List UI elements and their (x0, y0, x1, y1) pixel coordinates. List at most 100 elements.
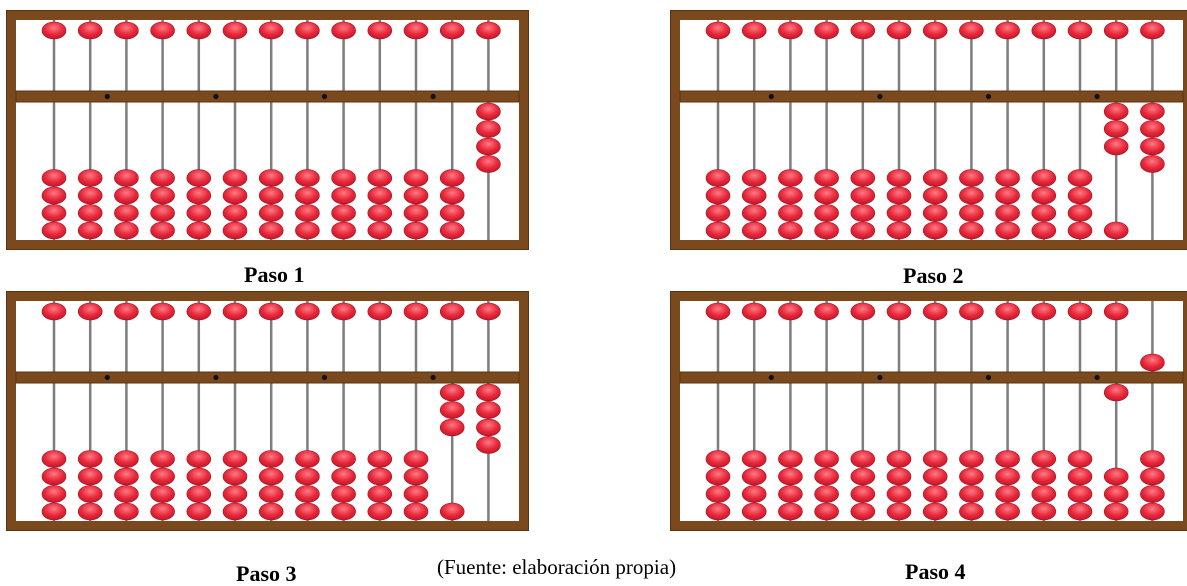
bead (706, 22, 730, 39)
bead (187, 503, 211, 520)
bead (42, 503, 66, 520)
bead (368, 22, 392, 39)
unit-dot (986, 375, 991, 380)
bead (440, 419, 464, 436)
bead (332, 170, 356, 187)
bead (440, 187, 464, 204)
bead (476, 22, 500, 39)
bead (440, 205, 464, 222)
bead (851, 451, 875, 468)
bead (1032, 486, 1056, 503)
bead (259, 303, 283, 320)
bead (332, 222, 356, 239)
bead (851, 486, 875, 503)
bead (332, 451, 356, 468)
bead (114, 451, 138, 468)
bead (404, 222, 428, 239)
bead (78, 222, 102, 239)
bead (42, 468, 66, 485)
step-3-label: Paso 3 (236, 563, 297, 585)
bead (223, 170, 247, 187)
bead (151, 205, 175, 222)
bead (114, 503, 138, 520)
divider-bar (680, 91, 1183, 102)
bead (42, 170, 66, 187)
divider-bar (680, 372, 1183, 383)
bead (959, 468, 983, 485)
bead (996, 451, 1020, 468)
bead (78, 170, 102, 187)
bead (332, 303, 356, 320)
bead (42, 222, 66, 239)
bead (404, 170, 428, 187)
bead (1140, 103, 1164, 120)
bead (996, 468, 1020, 485)
bead (295, 451, 319, 468)
bead (295, 503, 319, 520)
bead (959, 503, 983, 520)
bead (476, 103, 500, 120)
bead (259, 503, 283, 520)
unit-dot (1095, 375, 1100, 380)
bead (114, 486, 138, 503)
bead (1032, 303, 1056, 320)
bead (187, 22, 211, 39)
unit-dot (431, 375, 436, 380)
bead (476, 384, 500, 401)
bead (1032, 222, 1056, 239)
bead (368, 303, 392, 320)
bead (742, 205, 766, 222)
bead (42, 22, 66, 39)
bead (295, 303, 319, 320)
bead (114, 205, 138, 222)
bead (815, 468, 839, 485)
bead (959, 170, 983, 187)
bead (851, 303, 875, 320)
bead (996, 205, 1020, 222)
bead (778, 503, 802, 520)
bead (368, 468, 392, 485)
abacus-step-2 (670, 10, 1187, 250)
bead (440, 170, 464, 187)
bead (742, 222, 766, 239)
unit-dot (105, 94, 110, 99)
bead (440, 303, 464, 320)
bead (959, 187, 983, 204)
bead (959, 205, 983, 222)
bead (815, 303, 839, 320)
bead (187, 486, 211, 503)
bead (815, 503, 839, 520)
bead (742, 303, 766, 320)
bead (114, 303, 138, 320)
bead (1140, 503, 1164, 520)
bead (996, 170, 1020, 187)
bead (923, 303, 947, 320)
bead (78, 486, 102, 503)
bead (887, 486, 911, 503)
bead (851, 222, 875, 239)
bead (778, 22, 802, 39)
bead (706, 486, 730, 503)
bead (78, 468, 102, 485)
bead (706, 303, 730, 320)
bead (259, 451, 283, 468)
bead (151, 503, 175, 520)
unit-dot (431, 94, 436, 99)
abacus-step-4 (670, 291, 1187, 531)
unit-dot (105, 375, 110, 380)
bead (778, 187, 802, 204)
bead (706, 205, 730, 222)
bead (706, 503, 730, 520)
bead (742, 468, 766, 485)
bead (996, 486, 1020, 503)
bead (295, 170, 319, 187)
bead (996, 503, 1020, 520)
unit-dot (322, 94, 327, 99)
bead (295, 222, 319, 239)
bead (996, 22, 1020, 39)
bead (114, 170, 138, 187)
bead (223, 222, 247, 239)
bead (815, 205, 839, 222)
bead (1032, 170, 1056, 187)
abacus-step-3 (6, 291, 529, 531)
